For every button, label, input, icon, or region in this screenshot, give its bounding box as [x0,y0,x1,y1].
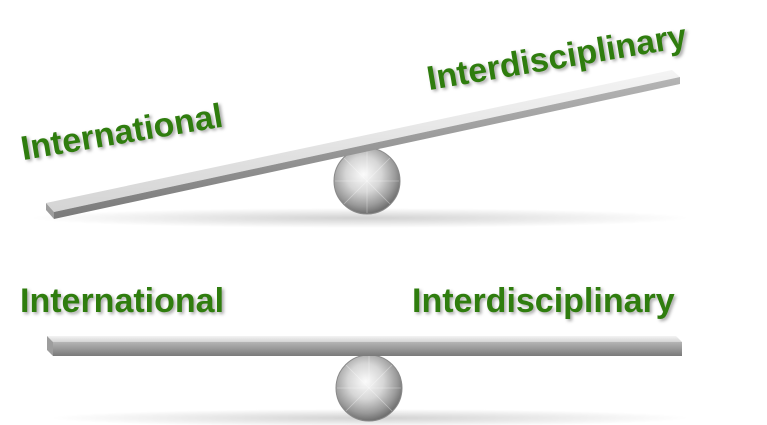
tilted-seesaw [30,70,690,228]
level-left-label: International [20,282,225,320]
level-seesaw [47,336,690,425]
level-fulcrum [335,354,403,422]
level-plank [47,336,682,356]
level-right-label: Interdisciplinary [412,282,675,320]
tilted-floor-shadow [30,208,690,228]
tilted-fulcrum [333,147,401,215]
tilted-plank [46,70,680,219]
